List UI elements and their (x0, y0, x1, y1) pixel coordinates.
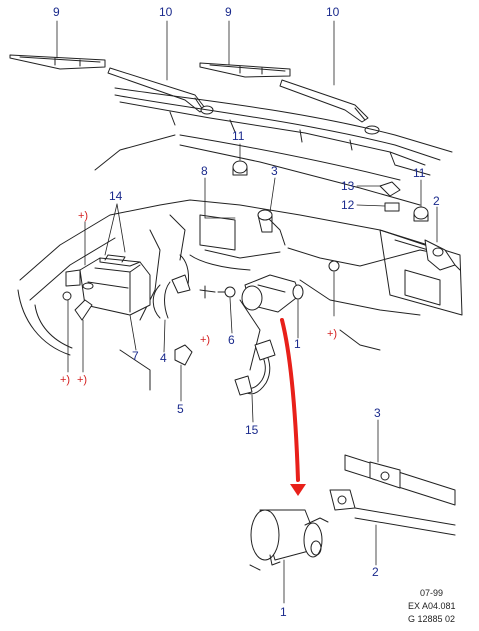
connector-4 (171, 274, 191, 294)
spindle-right (424, 239, 456, 271)
wiper-motor-installed (241, 274, 304, 313)
washer-hose (152, 254, 189, 319)
bolt-left (62, 291, 72, 301)
bolt-6 (217, 286, 236, 298)
bracket-detail (329, 454, 456, 536)
callout-detail-bracket: 3 (374, 406, 381, 420)
wiper-linkage (189, 214, 446, 271)
callout-pivot-nut-right: 11 (413, 166, 426, 180)
footer-date: 07-99 (420, 588, 444, 598)
footer-ref-g: G 12885 02 (408, 614, 456, 624)
clip-12 (384, 202, 400, 212)
callout-wiper-arm-left: 10 (159, 5, 173, 19)
callout-bolt: 6 (228, 333, 235, 347)
wiring-harness (234, 339, 276, 396)
fixing-nut (328, 260, 340, 272)
red-callout-bolt-left: +) (60, 374, 71, 386)
callout-pivot-nut-left: 11 (232, 129, 245, 143)
wiper-arm-right (279, 79, 380, 135)
pivot-nut-left (232, 160, 248, 176)
callout-spindle-right: 2 (433, 194, 440, 208)
callout-linkage: 8 (201, 164, 208, 178)
wiper-blade-right (199, 62, 291, 78)
cowl-panel (94, 87, 453, 206)
red-callout-screw: +) (200, 334, 211, 346)
callout-spindle-left: 3 (271, 164, 278, 178)
callout-wiring-harness: 15 (245, 423, 259, 437)
reservoir-clip (65, 269, 81, 287)
washer-jet (379, 181, 401, 197)
callout-washer-jet: 13 (341, 179, 355, 193)
screw-plus (199, 285, 216, 299)
red-callout-fixing-nut: +) (327, 328, 338, 340)
callout-detail-motor: 1 (280, 605, 287, 619)
motor-detail (249, 509, 329, 571)
callout-clip: 12 (341, 198, 355, 212)
callout-wiper-arm-right: 10 (326, 5, 340, 19)
callout-detail-linkage: 2 (372, 565, 379, 579)
callout-bracket: 5 (177, 402, 184, 416)
detail-arrow (280, 318, 306, 496)
reservoir-pump (74, 299, 93, 321)
leader-lines (56, 20, 438, 604)
spindle-left (257, 209, 273, 233)
wiper-arm-left (107, 67, 214, 115)
callout-connector: 4 (160, 351, 167, 365)
callout-wiper-blade-right: 9 (225, 5, 232, 19)
washer-reservoir (79, 254, 151, 316)
pivot-nut-right (413, 206, 429, 222)
wiper-blade-left (9, 54, 106, 70)
right-side-panel (379, 229, 463, 316)
callout-wiper-blade-left: 9 (53, 5, 60, 19)
footer-ref-ex: EX A04.081 (408, 601, 456, 611)
red-callout-reservoir: +) (78, 210, 89, 222)
callout-washer-reservoir: 14 (109, 189, 123, 203)
callout-reservoir-pump: 7 (132, 349, 139, 363)
callout-wiper-motor: 1 (294, 337, 301, 351)
bracket-5 (174, 344, 193, 366)
red-callout-pump: +) (77, 374, 88, 386)
